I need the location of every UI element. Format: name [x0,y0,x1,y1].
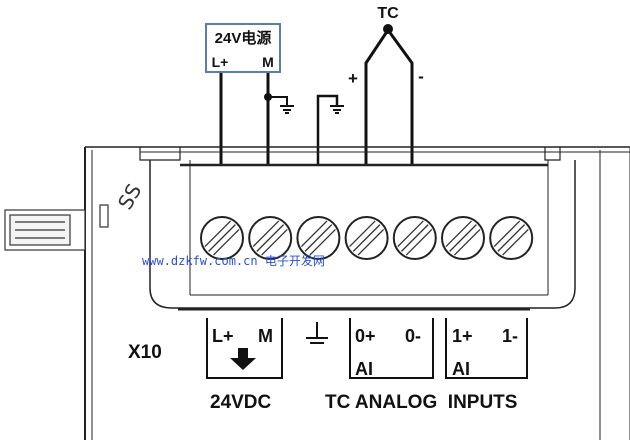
caption-tc-analog-inputs: TC ANALOG INPUTS [325,392,517,413]
ground-icon [306,322,328,344]
label-m: M [258,326,273,346]
ground-icon [280,105,294,114]
power-supply-title: 24V电源 [215,29,272,47]
connector-id: X10 [128,342,162,363]
label-ai1-minus: 1- [502,326,518,346]
tc-junction-dot [383,24,393,34]
label-brackets [206,318,528,379]
side-connector [4,204,109,251]
terminal-screw[interactable] [441,216,485,260]
ground-icon [330,105,344,114]
label-ai0-minus: 0- [405,326,421,346]
terminal-block [200,216,534,260]
terminal-screw[interactable] [344,216,389,260]
wire-ground [316,94,339,165]
wire-thermocouple [364,27,414,165]
tc-plus-label: + [348,69,358,88]
junction-dot [264,93,272,101]
terminal-screw[interactable] [248,216,293,260]
terminal-screw[interactable] [489,216,534,260]
power-supply-m: M [262,54,274,70]
module-housing [84,146,630,440]
tc-label: TC [377,5,399,22]
power-supply-box: 24V电源 L+ M [205,23,281,73]
label-ai0-plus: 0+ [355,326,376,346]
tc-minus-label: - [418,67,424,86]
siemens-logo: SS [113,180,146,214]
label-ai1-plus: 1+ [452,326,473,346]
power-supply-lplus: L+ [212,54,229,70]
watermark: www.dzkfw.com.cn 电子开发网 [142,253,325,268]
terminal-screw[interactable] [296,216,341,260]
terminal-screw[interactable] [392,216,437,260]
terminal-screw[interactable] [200,216,244,260]
wire-m-ground [268,96,288,105]
caption-24vdc: 24VDC [210,392,272,413]
arrow-down-icon [230,348,256,370]
label-ai0: AI [355,359,373,379]
label-lplus: L+ [212,326,234,346]
label-ai1: AI [452,359,470,379]
